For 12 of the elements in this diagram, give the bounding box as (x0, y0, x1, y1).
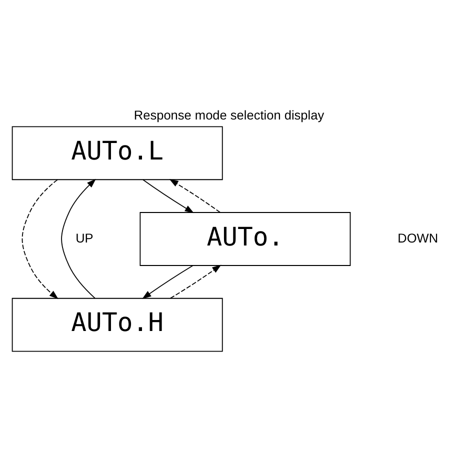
label: UP (76, 230, 94, 246)
node-box: AUTo. (140, 212, 351, 266)
arrow (142, 265, 194, 299)
arrow (61, 178, 96, 299)
arrow (142, 179, 194, 214)
node-box: AUTo.L (12, 126, 223, 180)
diagram-title: Response mode selection display (134, 108, 324, 123)
arrow (22, 179, 58, 300)
arrow (170, 264, 222, 299)
arrow (169, 179, 220, 213)
node-box: AUTo.H (12, 298, 223, 352)
label: DOWN (398, 230, 438, 246)
